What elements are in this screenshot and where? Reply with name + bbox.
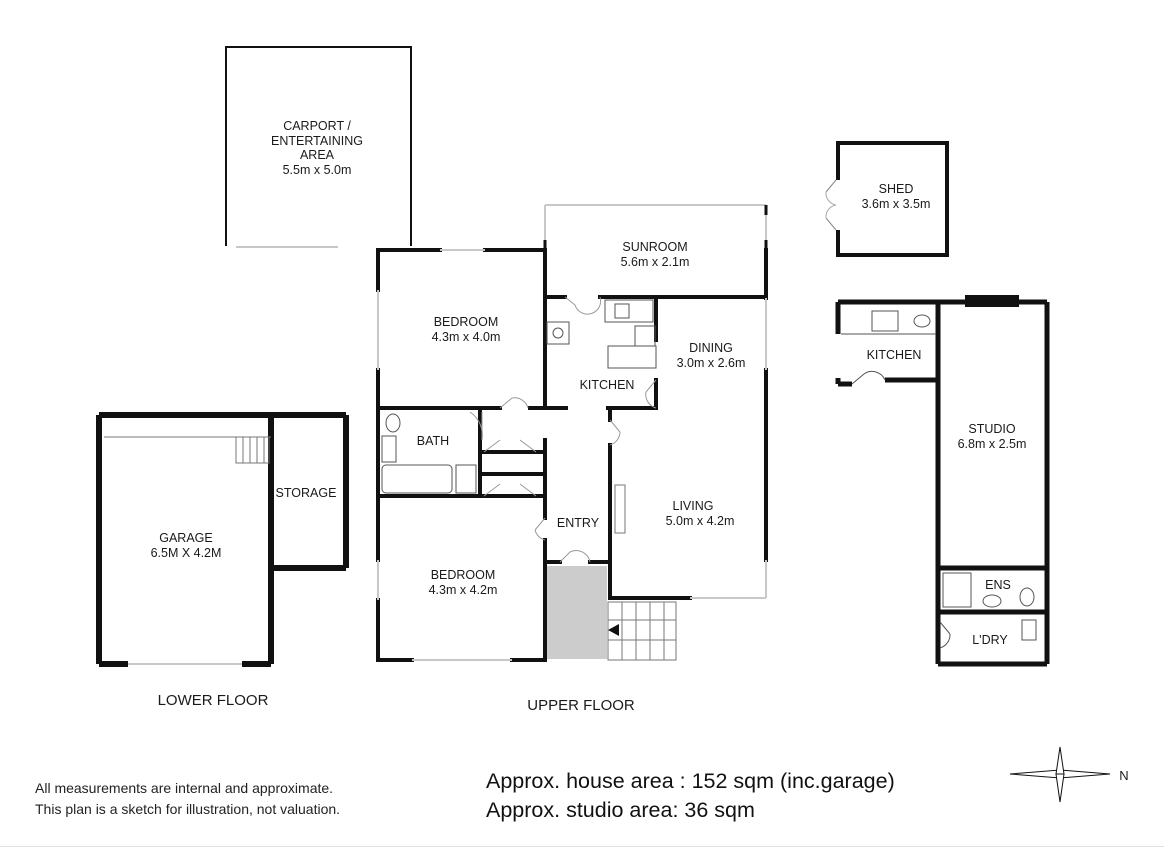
entry-label: ENTRY	[557, 516, 600, 530]
stair-arrow-icon	[608, 624, 619, 636]
studio-chimney	[965, 295, 1019, 307]
fireplace	[614, 484, 626, 534]
laundry-label: L'DRY	[972, 633, 1008, 647]
upper-floor-windows	[377, 204, 767, 661]
garage-walls	[96, 412, 349, 667]
studio-size: 6.8m x 2.5m	[958, 437, 1027, 451]
ens-label: ENS	[985, 578, 1011, 592]
room-labels: CARPORT / ENTERTAINING AREA 5.5m x 5.0m …	[151, 119, 1027, 647]
bath-label: BATH	[417, 434, 449, 448]
entry-landing	[547, 566, 607, 659]
shed-label: SHED	[879, 182, 914, 196]
compass-north-label: N	[1119, 768, 1128, 783]
house-area: Approx. house area : 152 sqm (inc.garage…	[486, 769, 895, 793]
floor-labels: LOWER FLOOR UPPER FLOOR	[158, 692, 635, 714]
bedroom2-size: 4.3m x 4.2m	[429, 583, 498, 597]
compass-icon: N	[1009, 746, 1129, 803]
kitchen-fittings	[546, 299, 657, 369]
dining-size: 3.0m x 2.6m	[677, 356, 746, 370]
living-size: 5.0m x 4.2m	[666, 514, 735, 528]
sunroom-label: SUNROOM	[622, 240, 687, 254]
upper-floor-walls	[376, 248, 768, 662]
dining-label: DINING	[689, 341, 733, 355]
carport-label-3: AREA	[300, 148, 335, 162]
garage-stairs	[104, 436, 271, 464]
garage-label: GARAGE	[159, 531, 213, 545]
bottom-divider	[0, 846, 1164, 847]
area-summary: Approx. house area : 152 sqm (inc.garage…	[486, 767, 895, 825]
disclaimer-line-2: This plan is a sketch for illustration, …	[35, 801, 341, 817]
studio-label: STUDIO	[968, 422, 1016, 436]
bedroom1-label: BEDROOM	[434, 315, 499, 329]
entry-stairs	[607, 601, 677, 661]
carport-label: CARPORT /	[283, 119, 351, 133]
sunroom-window-frame	[543, 205, 768, 252]
bedroom1-size: 4.3m x 4.0m	[432, 330, 501, 344]
bath-fittings	[381, 413, 477, 494]
living-label: LIVING	[673, 499, 714, 513]
carport-label-2: ENTERTAINING	[271, 134, 363, 148]
bedroom2-label: BEDROOM	[431, 568, 496, 582]
garage-size: 6.5M X 4.2M	[151, 546, 222, 560]
carport-outline	[225, 46, 412, 246]
lower-floor-label: LOWER FLOOR	[158, 692, 269, 709]
shed-size: 3.6m x 3.5m	[862, 197, 931, 211]
storage-label: STORAGE	[276, 486, 337, 500]
carport-size: 5.5m x 5.0m	[283, 163, 352, 177]
studio-area: Approx. studio area: 36 sqm	[486, 798, 755, 822]
upper-door-swings	[469, 296, 657, 563]
upper-floor-label: UPPER FLOOR	[527, 697, 635, 714]
sunroom-size: 5.6m x 2.1m	[621, 255, 690, 269]
studio-kitchen-label: KITCHEN	[867, 348, 922, 362]
disclaimer: All measurements are internal and approx…	[35, 778, 340, 820]
shed-outline	[825, 141, 949, 257]
disclaimer-line-1: All measurements are internal and approx…	[35, 780, 334, 796]
kitchen-label: KITCHEN	[580, 378, 635, 392]
studio-fittings	[841, 310, 1037, 649]
